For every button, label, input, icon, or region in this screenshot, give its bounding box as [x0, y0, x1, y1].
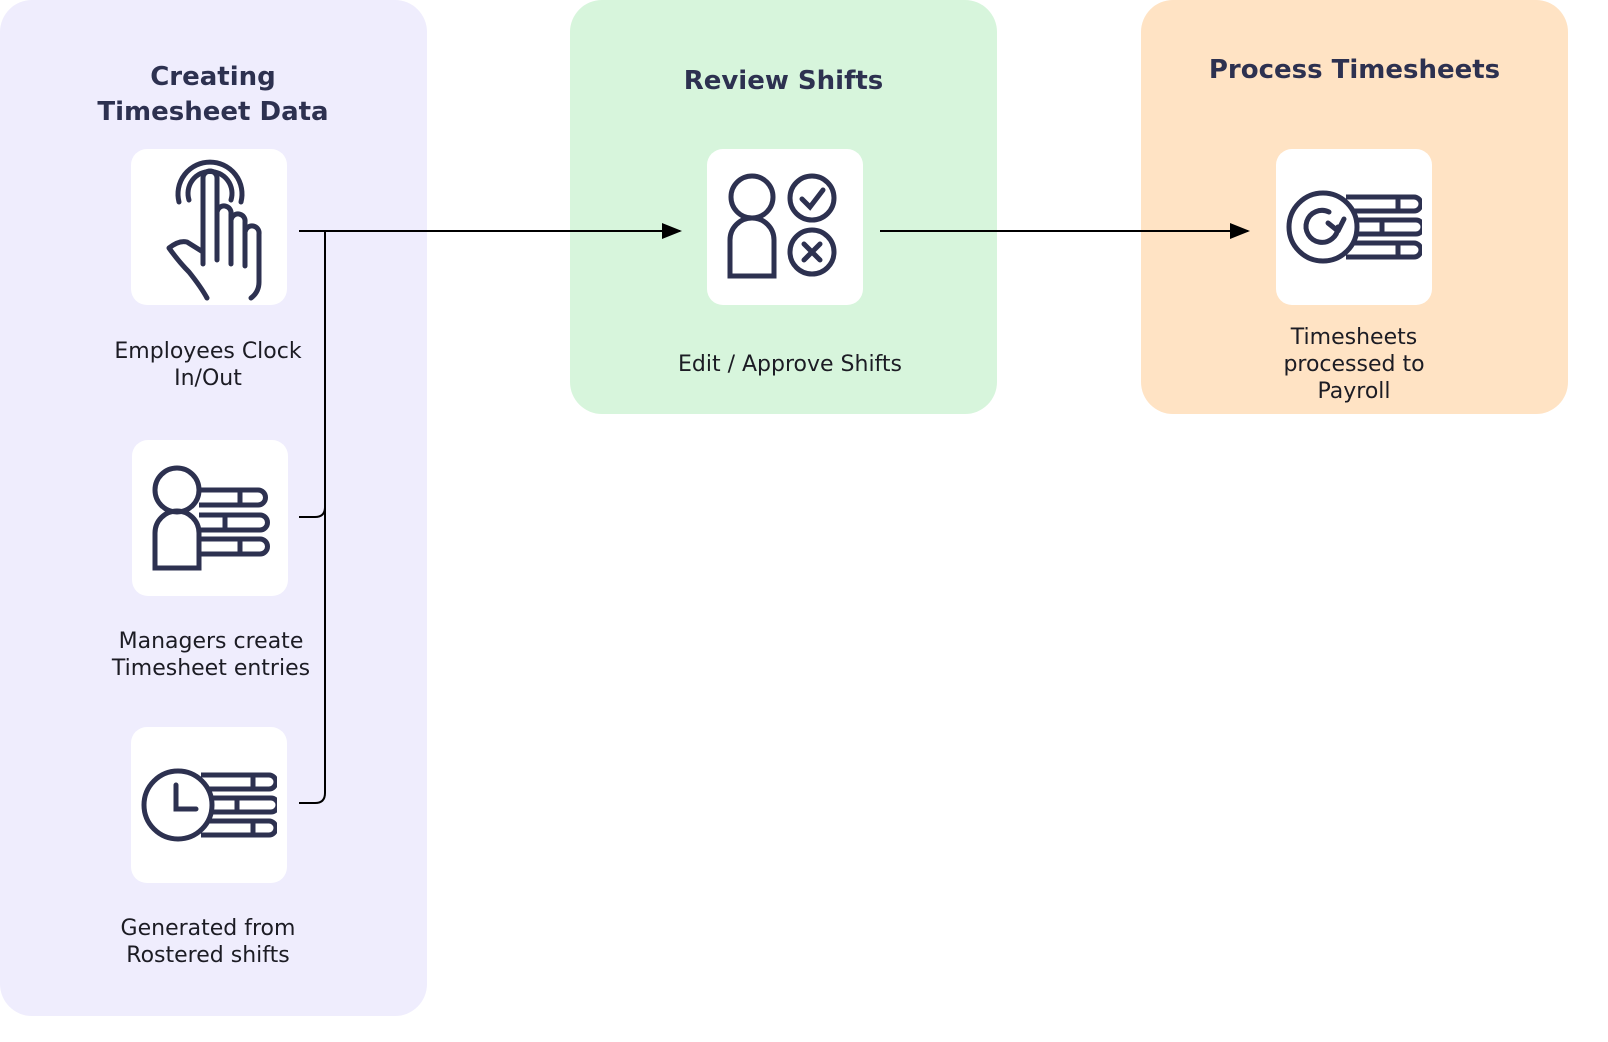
refresh-list-icon: [1286, 190, 1422, 264]
stage-title-process: Process Timesheets: [1208, 55, 1501, 85]
label-employees-clock: Employees Clock In/Out: [60, 338, 356, 392]
card-employees-clock: [131, 149, 287, 305]
label-line: Rostered shifts: [126, 943, 290, 968]
card-managers-create: [132, 440, 288, 596]
label-line: Payroll: [1317, 379, 1391, 404]
label-rostered-shifts: Generated from Rostered shifts: [60, 915, 356, 969]
hand-tap-icon: [166, 159, 262, 301]
stage-title-review: Review Shifts: [683, 66, 884, 96]
card-timesheets-processed: [1276, 149, 1432, 305]
label-line: Managers create: [118, 629, 304, 654]
label-line: Timesheets: [1290, 325, 1418, 350]
person-list-icon: [152, 465, 270, 571]
label-line: In/Out: [174, 366, 242, 391]
connector-trunk: [299, 231, 326, 804]
connector-managers: [299, 506, 326, 518]
label-line: Generated from: [120, 916, 296, 941]
label-timesheets-processed: Timesheets processed to Payroll: [1200, 324, 1508, 405]
label-edit-approve: Edit / Approve Shifts: [677, 352, 903, 377]
label-line: Timesheet entries: [111, 656, 311, 681]
card-edit-approve: [707, 149, 863, 305]
label-managers-create: Managers create Timesheet entries: [60, 628, 362, 682]
title-line: Creating: [150, 62, 276, 92]
person-approve-reject-icon: [727, 173, 837, 279]
title-line: Timesheet Data: [97, 97, 329, 127]
card-rostered-shifts: [131, 727, 287, 883]
label-line: processed to: [1283, 352, 1425, 377]
clock-list-icon: [141, 768, 277, 842]
stage-title-creating: Creating Timesheet Data: [60, 60, 366, 130]
label-line: Employees Clock: [114, 339, 302, 364]
